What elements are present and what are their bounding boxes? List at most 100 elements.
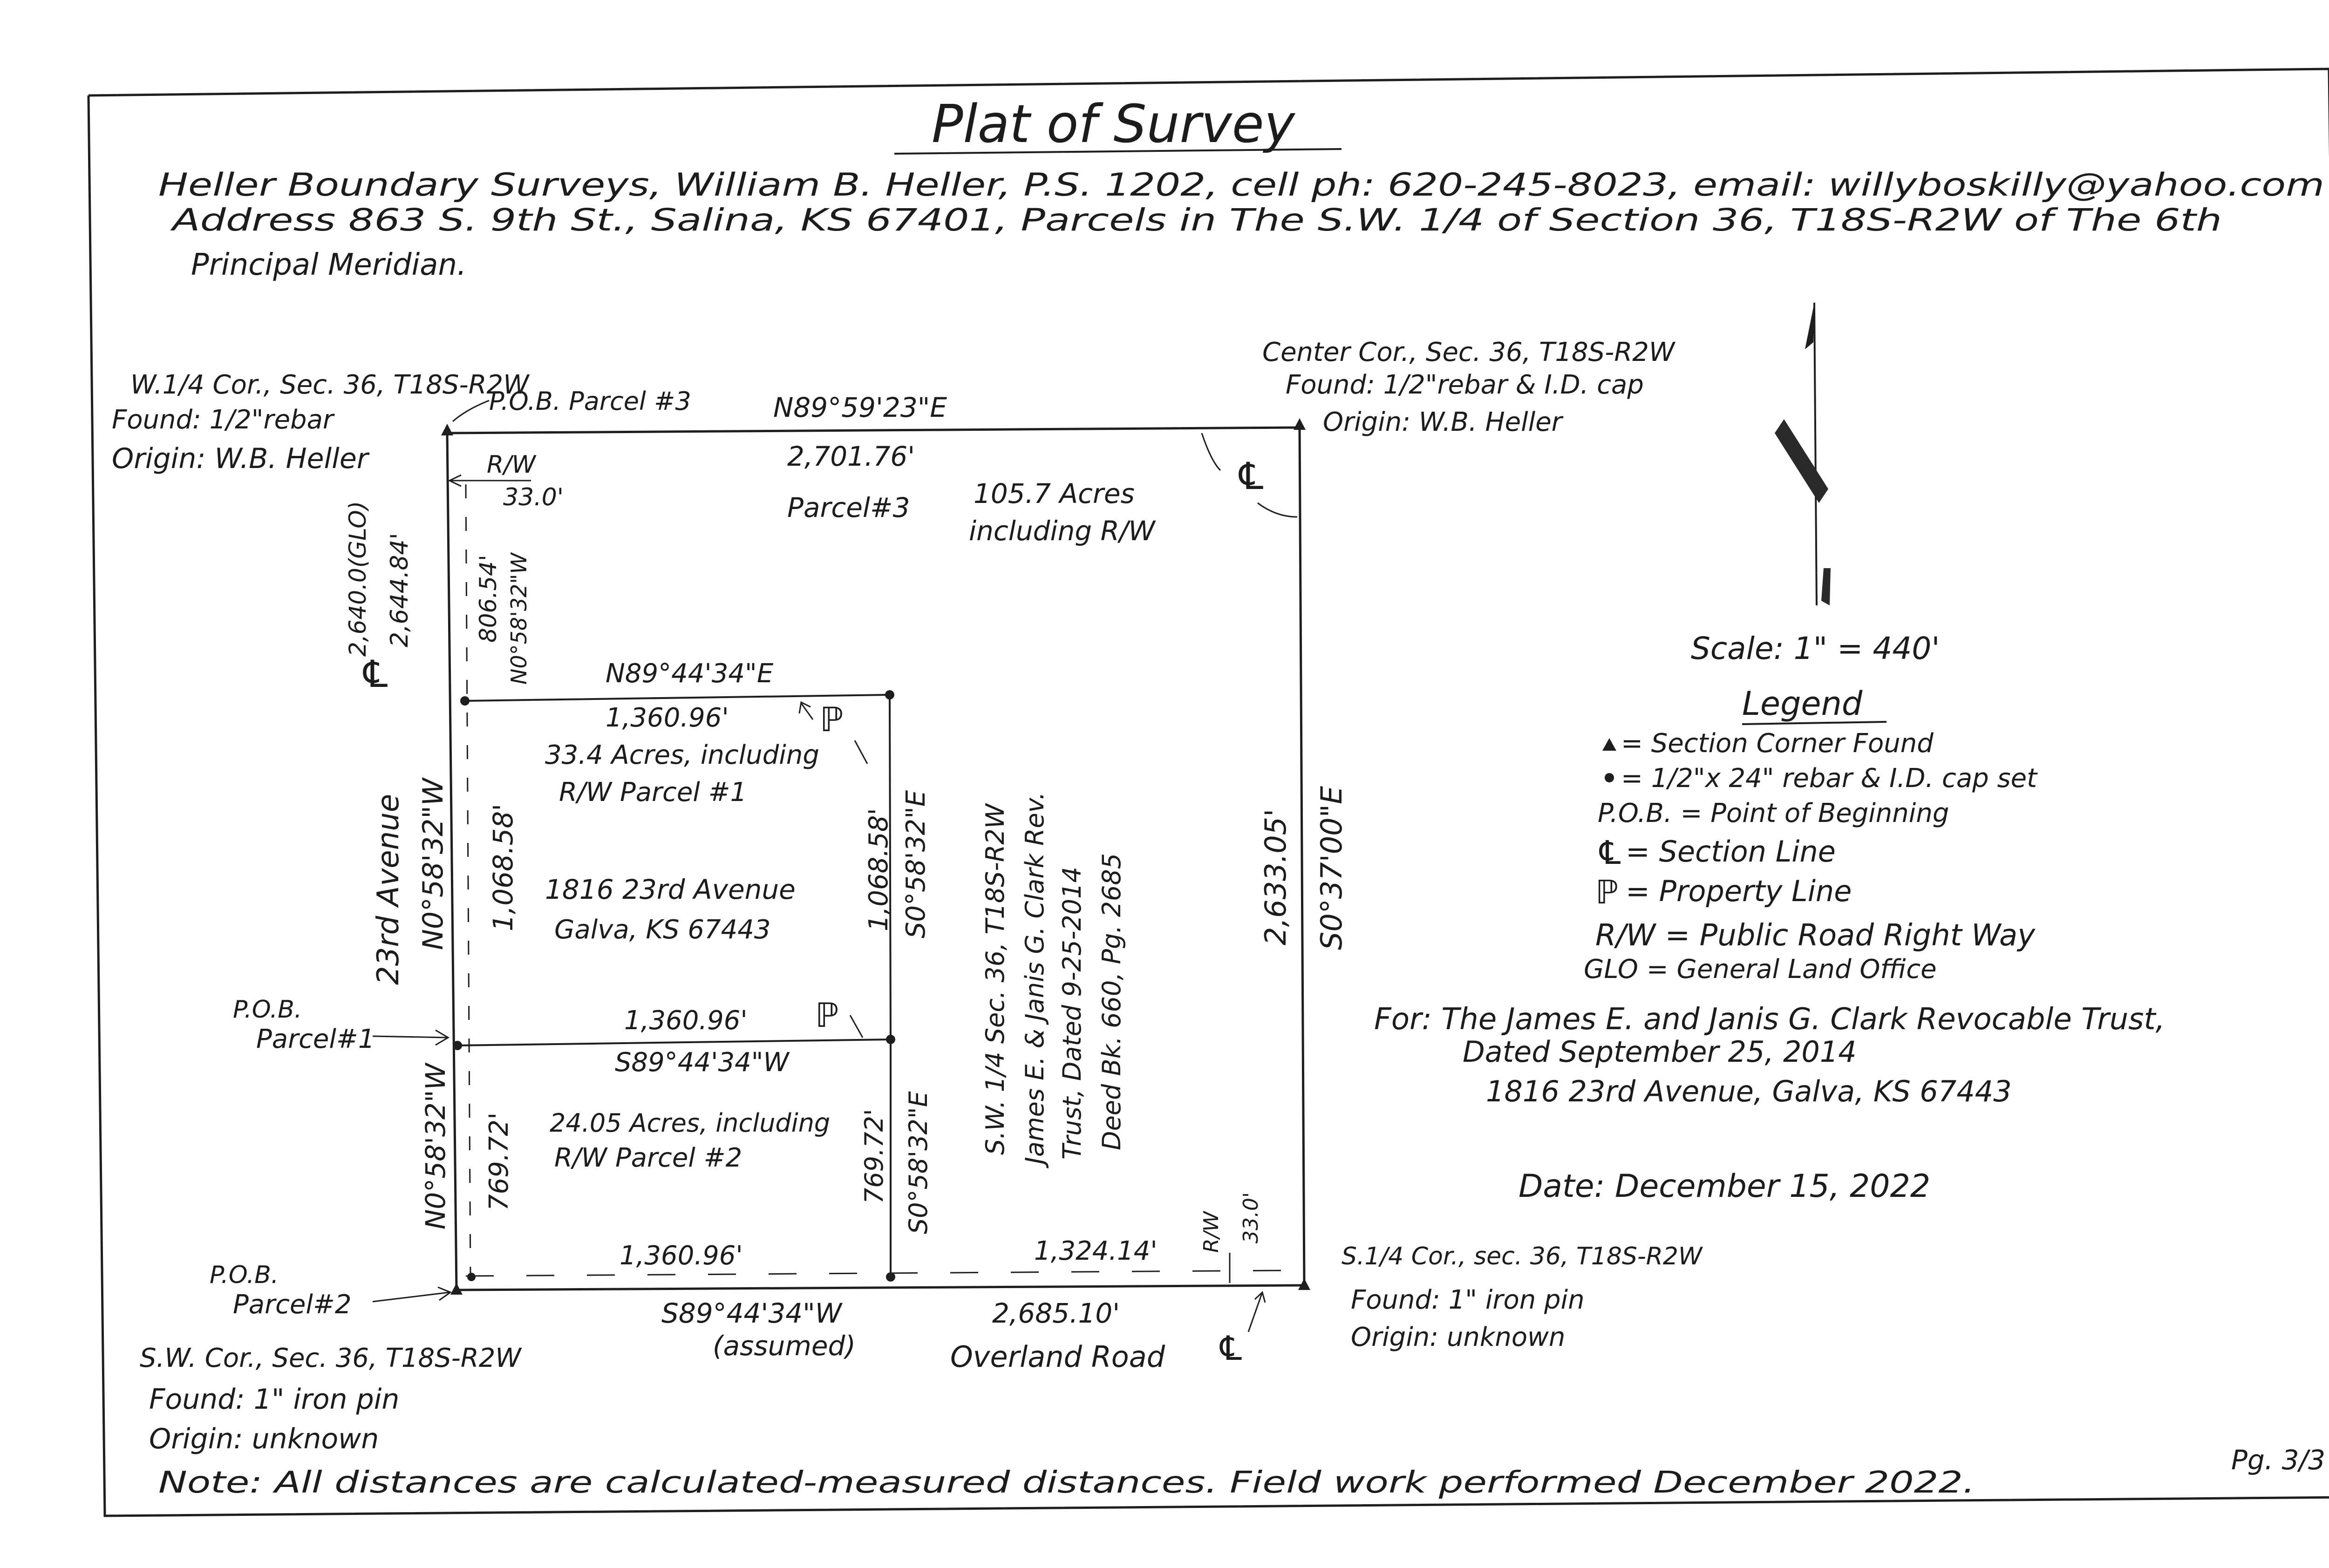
section-line-symbol-west: ℄ — [359, 652, 392, 696]
legend-item-pob: P.O.B. = Point of Beginning — [1598, 798, 1949, 828]
parcel-1-west-bearing: N0°58'32"W — [417, 777, 449, 950]
south-bearing: S89°44'34"W — [661, 1297, 843, 1329]
parcel-3-west-bearing: N0°58'32"W — [506, 552, 531, 685]
east-bearing: S0°37'00"E — [1314, 786, 1348, 950]
south-line — [456, 1284, 1305, 1291]
client-line-3: 1816 23rd Avenue, Galva, KS 67443 — [1486, 1074, 2012, 1108]
parcel-3-name: Parcel#3 — [787, 492, 910, 523]
client-block: For: The James E. and Janis G. Clark Rev… — [1374, 1002, 2165, 1205]
parcel-1-area: 33.4 Acres, including — [545, 740, 819, 770]
west-rw-distance: 33.0' — [503, 483, 564, 511]
corner-ne-line-1: Center Cor., Sec. 36, T18S-R2W — [1262, 337, 1676, 367]
legend-section-corner-icon — [1602, 738, 1616, 751]
header-line-3: Principal Meridian. — [191, 248, 466, 282]
parcel-3-labels: Parcel#3 105.7 Acres including R/W — [787, 478, 1156, 547]
rebar-set-marker-p1-se — [886, 1035, 895, 1044]
parcel-1-east-line — [889, 694, 892, 1040]
west-glo-distance: 2,640.0(GLO) — [344, 501, 371, 657]
corner-nw-label: W.1/4 Cor., Sec. 36, T18S-R2W Found: 1/2… — [112, 370, 530, 475]
rebar-set-marker-p1-sw — [453, 1041, 462, 1050]
legend-property-line-icon: ℙ — [1595, 873, 1618, 911]
parcel-1-north-line — [464, 694, 890, 702]
parcel-1-labels: N89°44'34"E 1,360.96' 33.4 Acres, includ… — [545, 658, 931, 1078]
parcel-2-east-bearing: S0°58'32"E — [904, 1091, 933, 1234]
parcel-1-north-bearing: N89°44'34"E — [606, 658, 774, 689]
west-rw-callout: R/W 33.0' — [448, 451, 564, 511]
west-line — [446, 433, 458, 1290]
rebar-set-marker-rw — [467, 1273, 476, 1281]
property-line-symbol-2: ℙ — [815, 996, 838, 1035]
parcel-divide-line — [456, 1039, 891, 1046]
section-line-symbol-east: ℄ — [1234, 455, 1268, 498]
parcel-2-area: 24.05 Acres, including — [550, 1108, 830, 1138]
corner-sw-label: S.W. Cor., Sec. 36, T18S-R2W Found: 1" i… — [140, 1343, 522, 1455]
pob-labels: P.O.B. Parcel #3 P.O.B. Parcel#1 P.O.B. … — [210, 387, 691, 1320]
property-line-arrow-2 — [849, 1015, 864, 1038]
deed-note-line-4: Deed Bk. 660, Pg. 2685 — [1097, 853, 1126, 1150]
corner-ne-line-2: Found: 1/2"rebar & I.D. cap — [1286, 370, 1644, 400]
section-corner-marker-nw — [441, 424, 453, 435]
pob-parcel-2-arrow — [372, 1286, 452, 1303]
corner-se-line-2: Found: 1" iron pin — [1351, 1285, 1585, 1315]
legend-item-section-line: = Section Line — [1626, 835, 1836, 869]
section-line-symbol-south: ℄ — [1216, 1329, 1246, 1368]
parcel-2-west-distance: 769.72' — [484, 1113, 514, 1211]
parcel-2-including: R/W Parcel #2 — [554, 1143, 742, 1173]
deed-note-line-1: S.W. 1/4 Sec. 36, T18S-R2W — [981, 802, 1010, 1155]
page-number: Pg. 3/3 — [2231, 1444, 2325, 1476]
pob-parcel-1-line-1: P.O.B. — [233, 996, 302, 1024]
deed-note-line-2: James E. & Janis G. Clark Rev. — [1020, 792, 1049, 1168]
parcel-1-including: R/W Parcel #1 — [559, 777, 747, 808]
property-line-symbols: ℙ ℙ — [798, 700, 868, 1038]
survey-date: Date: December 15, 2022 — [1519, 1168, 1930, 1205]
section-line-south-arrow — [1247, 1291, 1266, 1332]
scale-label: Scale: 1" = 440' — [1691, 631, 1940, 666]
property-line-symbol-1: ℙ — [820, 700, 843, 739]
parcel-1-address-line-2: Galva, KS 67443 — [554, 915, 771, 945]
parcel-3-west-distance: 806.54' — [475, 555, 502, 643]
property-line-arrow-1 — [798, 701, 868, 764]
west-rw-label: R/W — [487, 451, 537, 479]
legend-item-glo: GLO = General Land Office — [1584, 954, 1937, 984]
corner-markers — [441, 418, 1310, 1295]
header-line-1: Heller Boundary Surveys, William B. Hell… — [158, 167, 2324, 204]
parcel-1-south-bearing: S89°44'34"W — [615, 1047, 790, 1078]
parcel-3-area: 105.7 Acres — [974, 478, 1135, 509]
corner-se-line-3: Origin: unknown — [1351, 1322, 1565, 1352]
legend-section-line-icon: ℄ — [1595, 834, 1625, 872]
plat-lines — [446, 426, 1306, 1291]
footer: Note: All distances are calculated-measu… — [158, 1444, 2325, 1500]
section-corner-marker-sw — [450, 1283, 463, 1295]
section-line-east-arrow — [1201, 433, 1298, 518]
pob-parcel-3: P.O.B. Parcel #3 — [489, 387, 691, 416]
corner-nw-line-2: Found: 1/2"rebar — [112, 405, 335, 435]
rw-west-line — [465, 484, 471, 1276]
section-corner-marker-se — [1298, 1278, 1310, 1290]
pob-parcel-3-arrow — [452, 400, 490, 422]
south-road-name: Overland Road — [950, 1340, 1165, 1374]
south-line-labels: 1,324.14' R/W 33.0' S89°44'34"W (assumed… — [661, 1192, 1263, 1374]
west-rw-arrow — [448, 474, 462, 487]
parcel-1-north-distance: 1,360.96' — [606, 703, 729, 733]
parcel-1-east-bearing: S0°58'32"E — [901, 790, 931, 938]
legend-item-rebar: = 1/2"x 24" rebar & I.D. cap set — [1621, 763, 2038, 794]
south-rw-distance: 33.0' — [1239, 1192, 1263, 1243]
north-line-labels: N89°59'23"E 2,701.76' — [773, 392, 947, 472]
rw-south-line — [465, 1269, 1291, 1277]
corner-ne-label: Center Cor., Sec. 36, T18S-R2W Found: 1/… — [1262, 337, 1676, 437]
west-vertical-labels: 2,640.0(GLO) 2,644.84' 806.54' N0°58'32"… — [344, 501, 531, 1229]
footer-note: Note: All distances are calculated-measu… — [158, 1466, 1975, 1500]
pob-parcel-1-arrow — [372, 1029, 449, 1046]
page-title: Plat of Survey — [932, 94, 1296, 155]
client-line-2: Dated September 25, 2014 — [1463, 1035, 1857, 1069]
parcel-1-west-distance: 1,068.58' — [487, 804, 519, 931]
north-arrow-icon — [1775, 302, 1831, 606]
parcel-2-east-distance: 769.72' — [859, 1109, 889, 1204]
legend-item-right-of-way: R/W = Public Road Right Way — [1595, 918, 2036, 953]
parcel-2-south-distance: 1,360.96' — [620, 1241, 743, 1271]
east-line — [1298, 427, 1306, 1286]
rebar-set-marker-p2-se — [886, 1272, 895, 1282]
legend-title: Legend — [1742, 685, 1863, 723]
west-road-name: 23rd Avenue — [371, 794, 406, 985]
south-assumed: (assumed) — [713, 1330, 856, 1362]
